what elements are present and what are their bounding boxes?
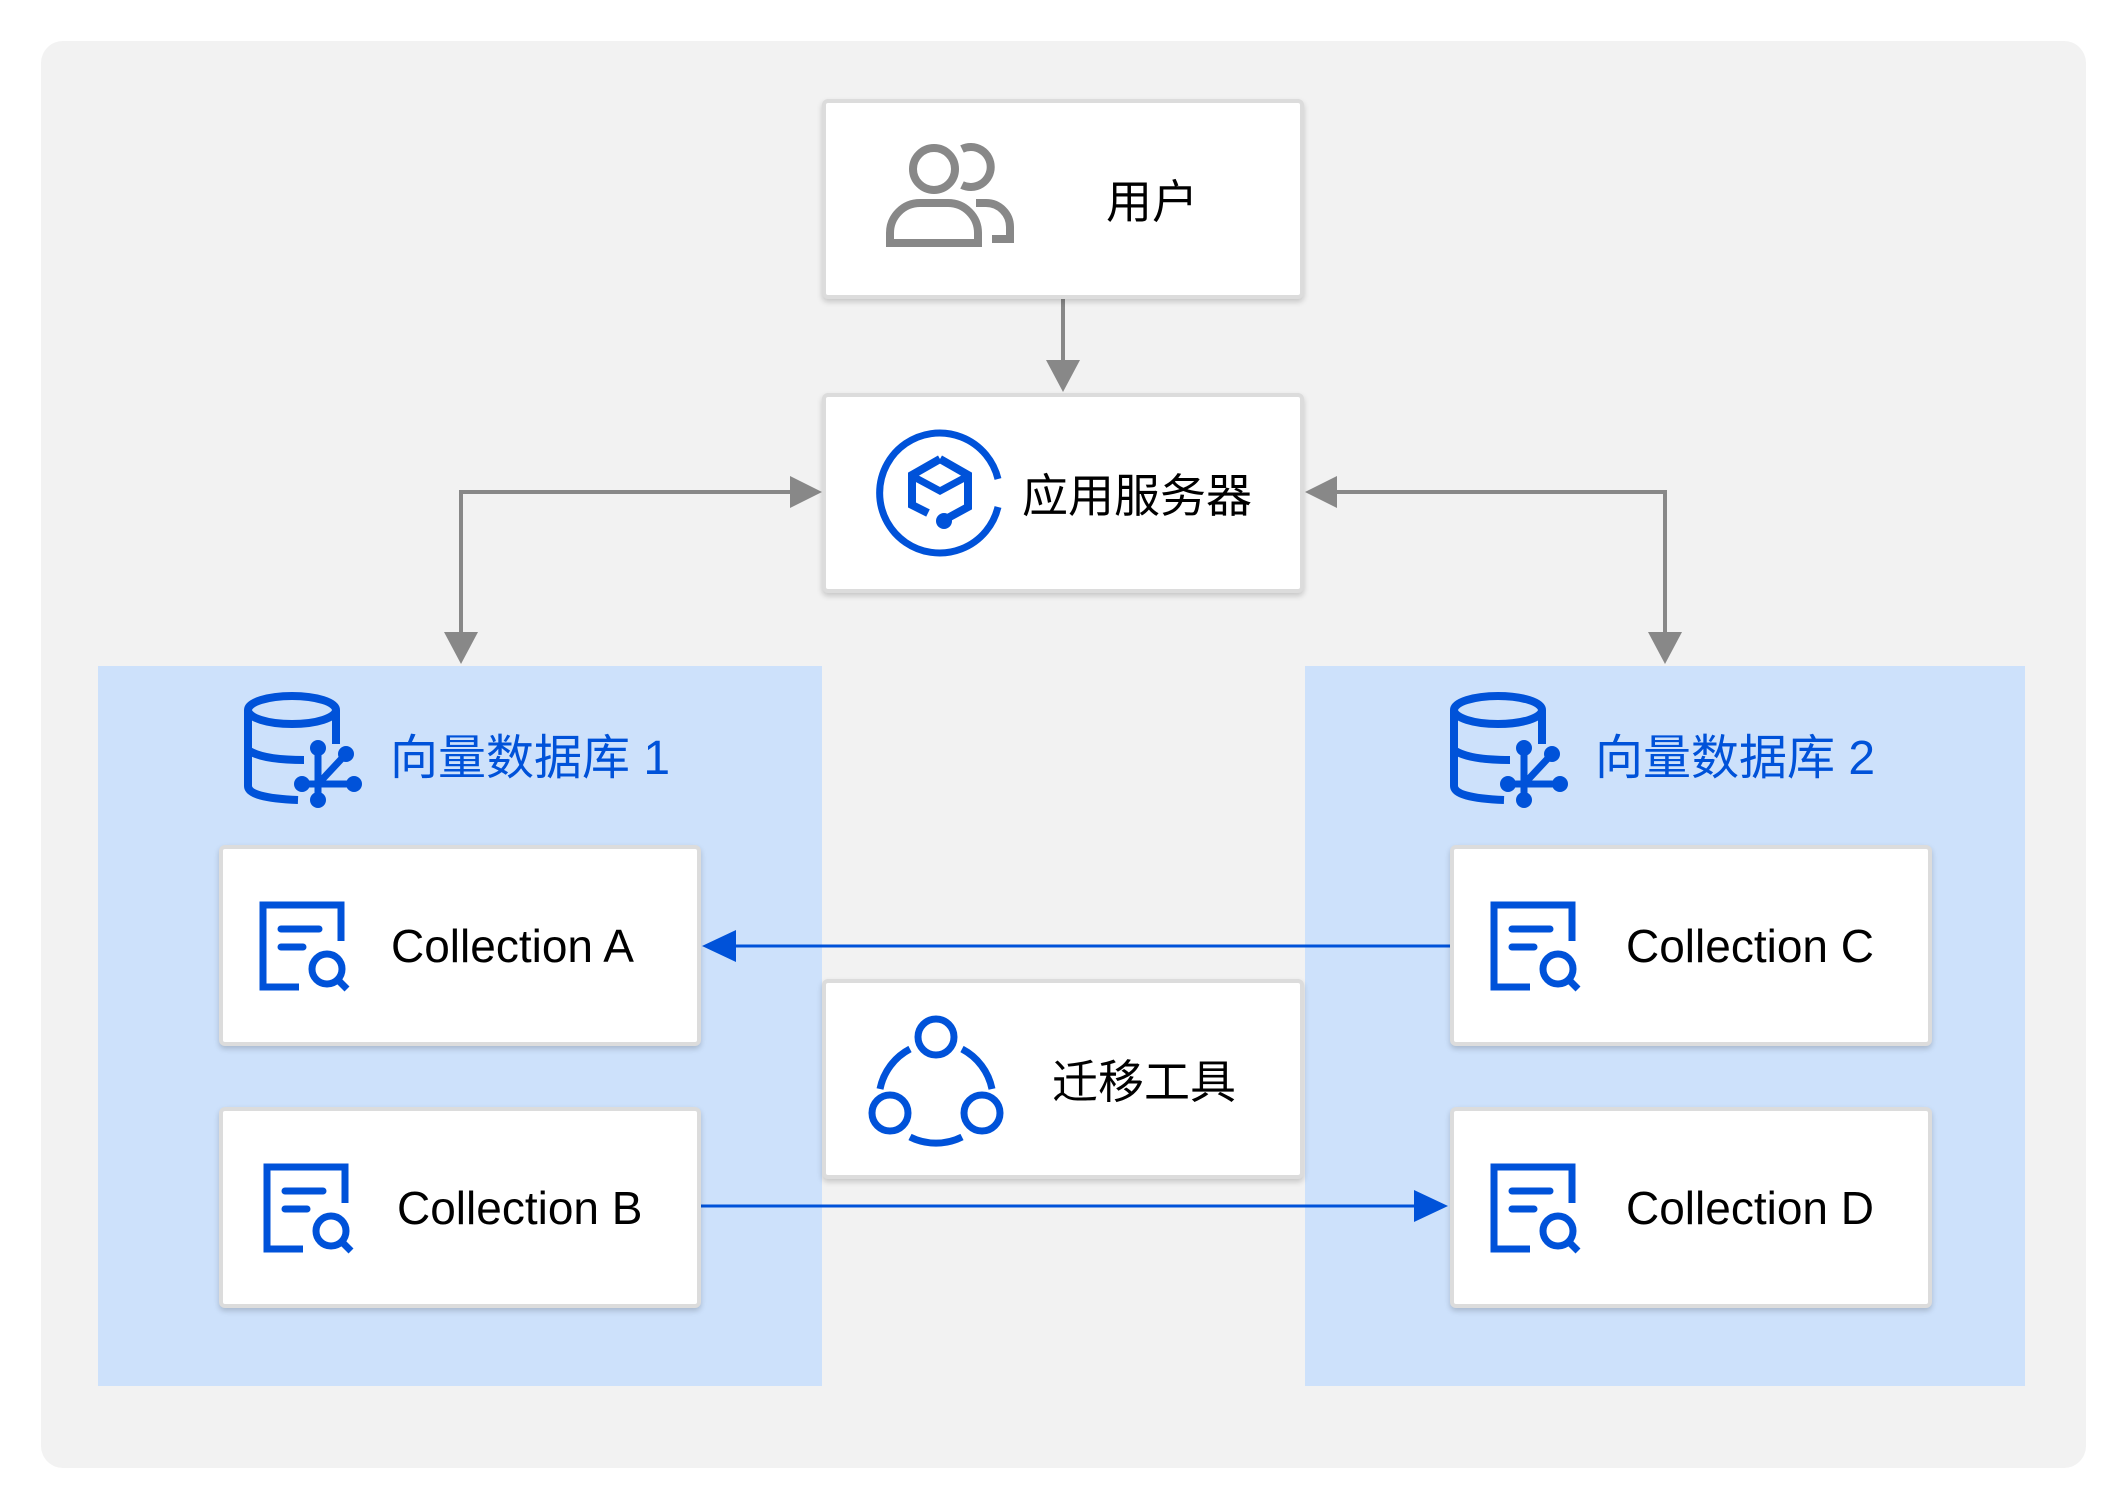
migration-share-icon	[868, 1015, 1004, 1147]
vector-database-icon	[244, 692, 362, 808]
collection-a-label: Collection A	[391, 919, 634, 972]
server-cube-icon	[876, 429, 1002, 557]
document-search-icon	[1490, 1163, 1581, 1254]
document-search-icon	[263, 1163, 354, 1254]
vector-database-1-title: 向量数据库 1	[390, 732, 671, 785]
collection-c-label: Collection C	[1626, 919, 1874, 972]
collection-b-label: Collection B	[397, 1181, 643, 1234]
vector-database-icon	[1450, 692, 1568, 808]
collection-d-label: Collection D	[1626, 1181, 1874, 1234]
user-node: 用户	[822, 99, 1304, 299]
server-label: 应用服务器	[1022, 470, 1252, 522]
user-to-server-arrow	[1046, 299, 1080, 392]
server-db1-connector	[444, 476, 822, 664]
collection-d-node: Collection D	[1450, 1107, 1932, 1308]
document-search-icon	[1490, 901, 1581, 992]
collection-b-node: Collection B	[219, 1107, 701, 1308]
document-search-icon	[259, 901, 350, 992]
users-icon	[886, 143, 1014, 247]
collection-a-node: Collection A	[219, 845, 701, 1046]
vector-database-2-title: 向量数据库 2	[1595, 732, 1876, 785]
migration-tool-node: 迁移工具	[822, 979, 1304, 1179]
collection-c-node: Collection C	[1450, 845, 1932, 1046]
user-label: 用户	[1106, 176, 1198, 228]
server-db2-connector	[1305, 476, 1682, 664]
migration-tool-label: 迁移工具	[1052, 1056, 1236, 1108]
collection-c-to-a-arrow	[702, 930, 1450, 962]
application-server-node: 应用服务器	[822, 393, 1304, 593]
collection-b-to-d-arrow	[701, 1190, 1448, 1222]
